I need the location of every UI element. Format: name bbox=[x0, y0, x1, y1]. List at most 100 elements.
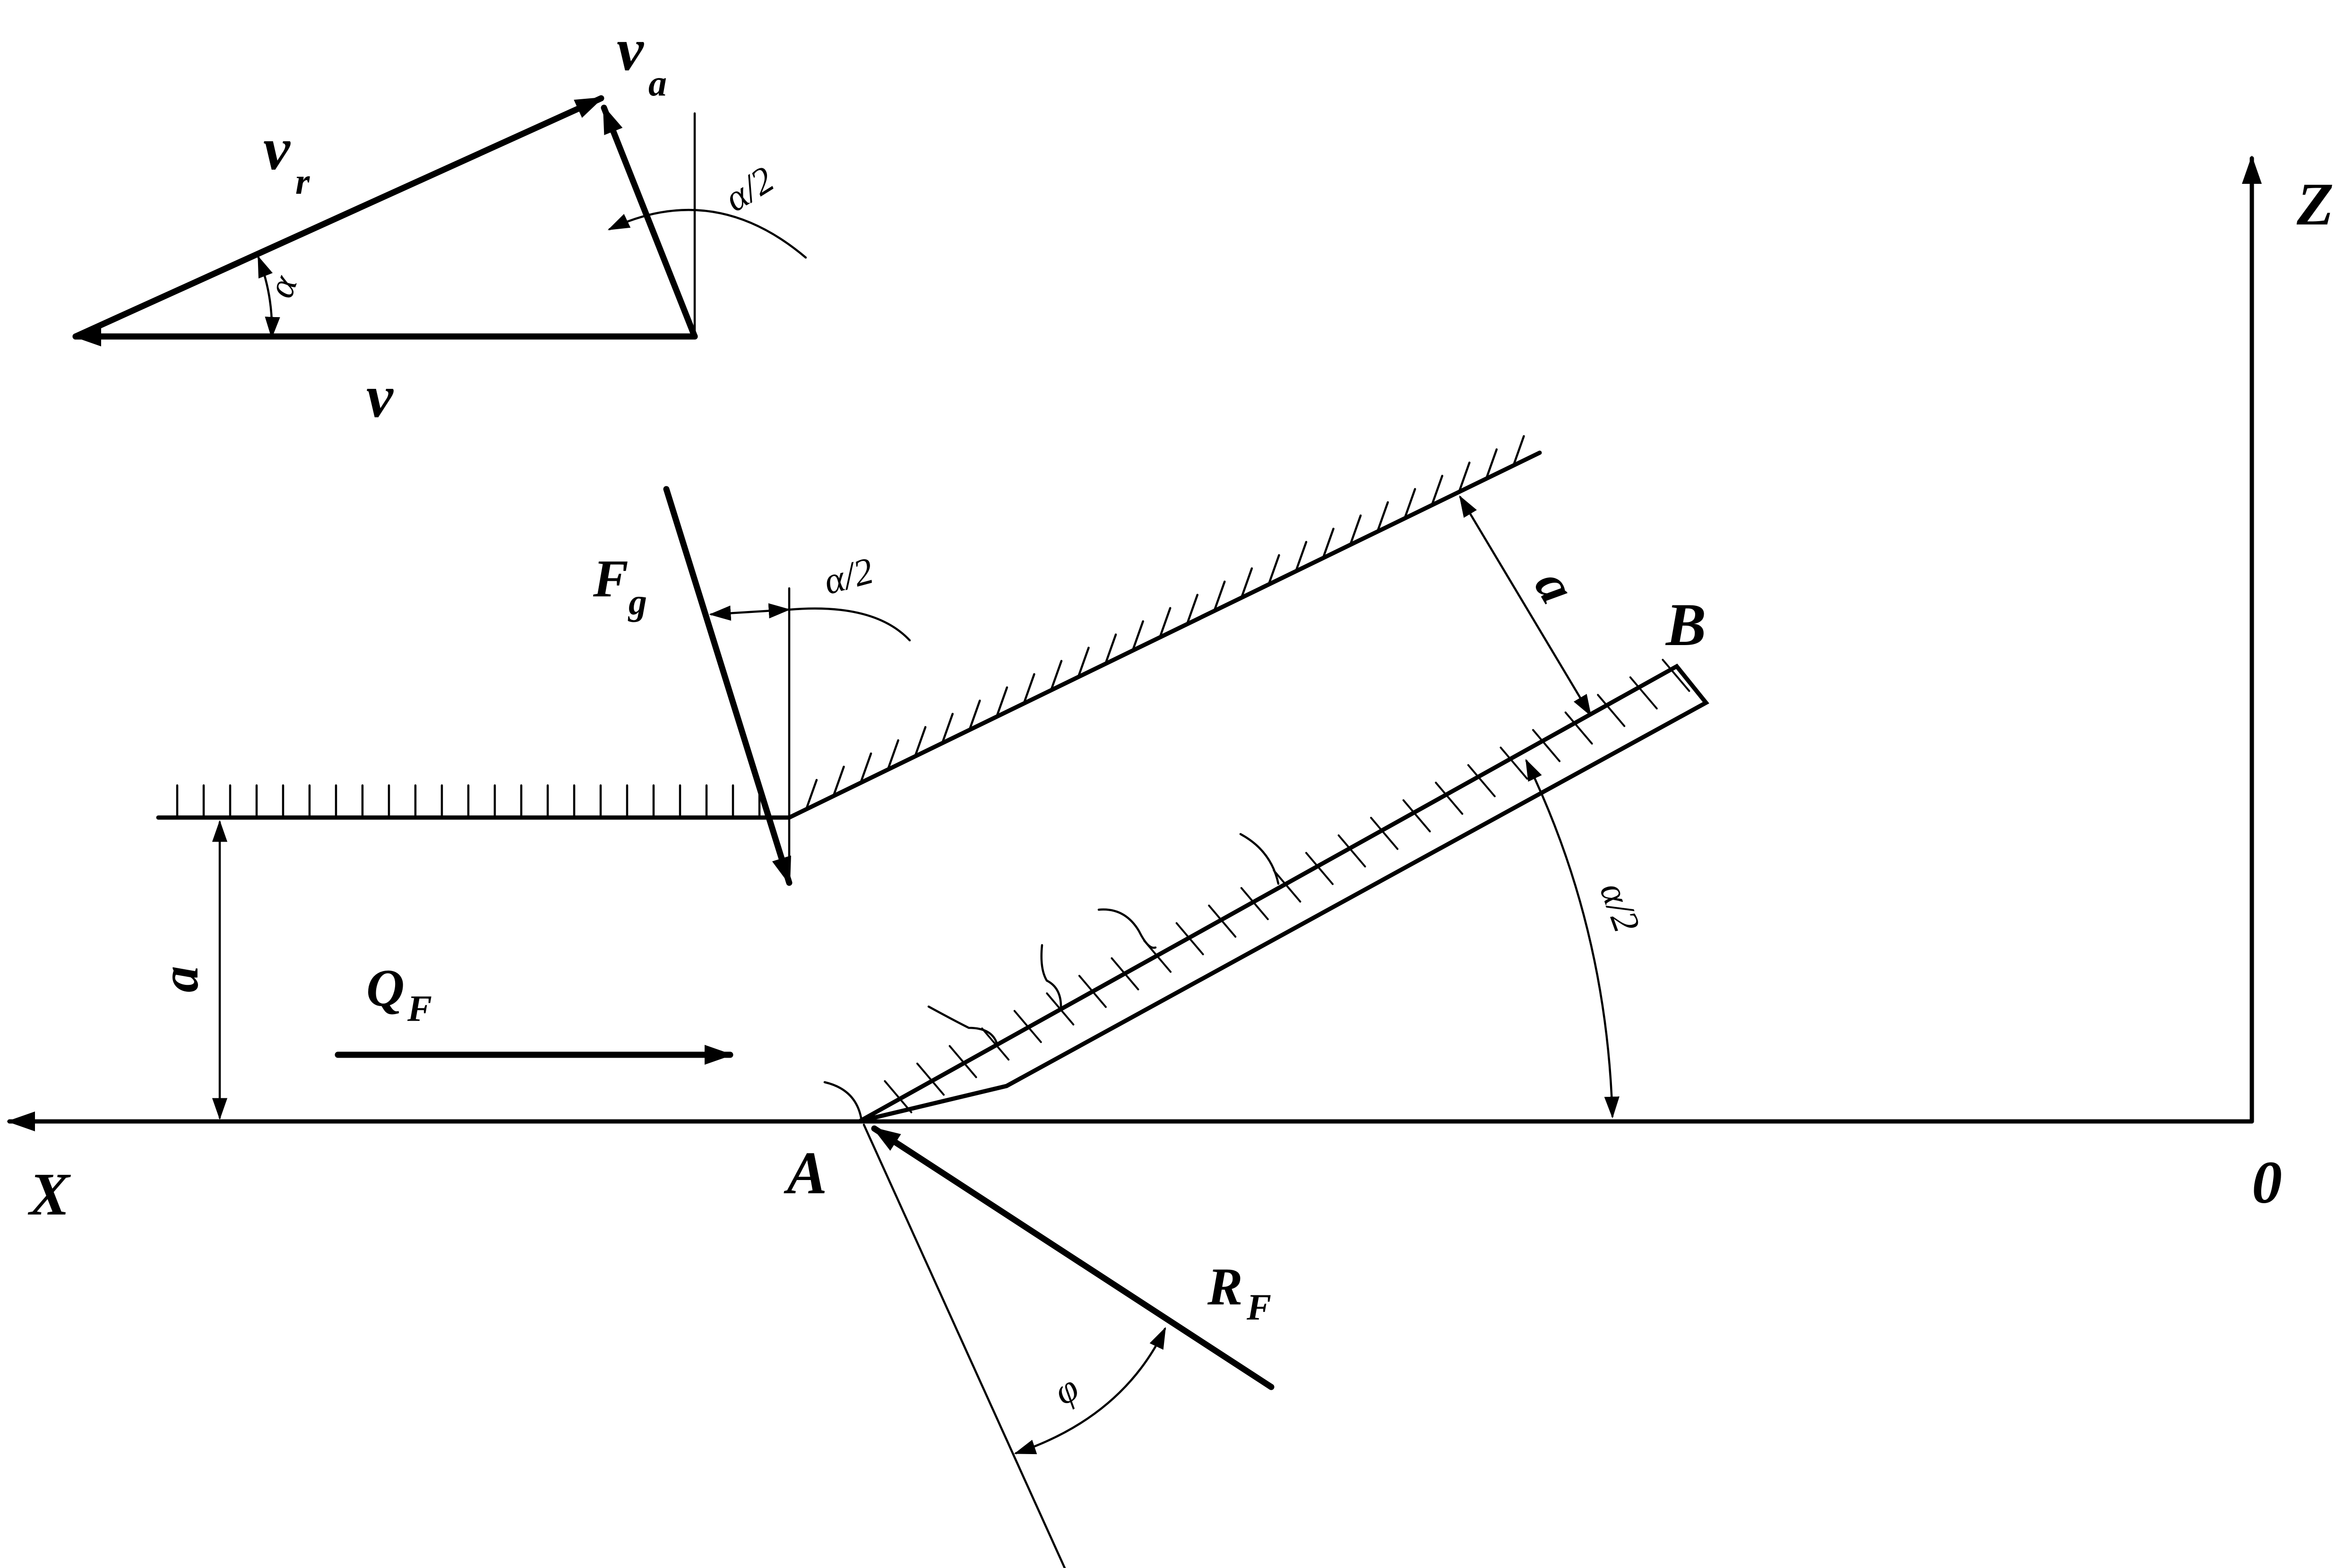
alpha-half-top-label: α/2 bbox=[717, 158, 781, 220]
inclined-surface-line bbox=[787, 450, 1542, 820]
hatch-tick bbox=[1435, 782, 1464, 815]
phi-angle-arc bbox=[1014, 1327, 1166, 1455]
flow-lines bbox=[823, 833, 1280, 1119]
boundary-surfaces bbox=[156, 435, 1542, 820]
alpha-half-top-arc bbox=[607, 209, 807, 259]
blade-outline bbox=[859, 663, 1709, 1123]
hatch-tick bbox=[1046, 992, 1075, 1025]
gravity-force bbox=[663, 486, 911, 886]
f-g-subscript: g bbox=[628, 581, 647, 622]
v-r-subscript: r bbox=[295, 161, 310, 202]
hatch-tick bbox=[1050, 660, 1063, 691]
alpha-triangle-arc bbox=[257, 255, 280, 339]
hatch-tick bbox=[832, 766, 845, 797]
hatch-tick bbox=[968, 699, 981, 731]
hatch-tick bbox=[981, 1027, 1010, 1061]
hatch-tick bbox=[1485, 448, 1498, 480]
hatch-tick bbox=[1208, 905, 1237, 938]
q-f-subscript: F bbox=[407, 988, 432, 1029]
hatch-tick bbox=[1467, 764, 1496, 798]
x-axis-label: X bbox=[27, 1161, 71, 1228]
dimension-a-right bbox=[1459, 495, 1592, 716]
hatch-tick bbox=[1240, 567, 1253, 599]
hatch-tick bbox=[1370, 817, 1399, 850]
hatch-tick bbox=[948, 1045, 977, 1078]
alpha-half-right-arc bbox=[1525, 758, 1620, 1119]
velocity-triangle bbox=[72, 95, 807, 346]
hatch-tick bbox=[1305, 852, 1334, 885]
hatch-tick bbox=[1240, 887, 1269, 921]
hatch-tick bbox=[1431, 474, 1444, 507]
point-b-label: B bbox=[1665, 591, 1706, 658]
alpha-half-right-label: α/2 bbox=[1592, 877, 1647, 938]
point-a-label: A bbox=[784, 1139, 827, 1206]
hatch-tick bbox=[1294, 541, 1308, 573]
left-surface-hatching bbox=[176, 784, 761, 819]
hatch-tick bbox=[913, 726, 927, 758]
hatch-tick bbox=[1267, 554, 1280, 586]
hatch-tick bbox=[1273, 869, 1301, 903]
hatch-tick bbox=[805, 779, 818, 810]
v-a-subscript: a bbox=[648, 62, 667, 103]
hatch-tick bbox=[1131, 620, 1144, 652]
phi-label: φ bbox=[1047, 1367, 1086, 1413]
hatch-tick bbox=[1175, 922, 1204, 956]
r-f-label: R bbox=[1207, 1258, 1243, 1316]
axes bbox=[6, 155, 2262, 1131]
inclined-surface-hatching bbox=[805, 435, 1525, 810]
flow-line bbox=[927, 1005, 999, 1046]
hatch-tick bbox=[1564, 711, 1593, 745]
hatch-tick bbox=[1402, 799, 1431, 833]
hatch-tick bbox=[1078, 974, 1107, 1008]
hatch-tick bbox=[1597, 694, 1626, 727]
labels: X Z 0 A B v v r v a F g Q F R F a a α/2 … bbox=[27, 16, 2334, 1413]
v-a-label: v bbox=[617, 16, 644, 83]
hatch-tick bbox=[995, 686, 1008, 718]
blade bbox=[859, 659, 1709, 1123]
flow-line bbox=[1040, 944, 1062, 1008]
hatch-tick bbox=[1532, 729, 1561, 762]
alpha-half-mid-arc bbox=[788, 607, 911, 642]
z-axis-label: Z bbox=[2296, 171, 2334, 238]
hatch-tick bbox=[1662, 659, 1690, 692]
hatch-tick bbox=[1104, 633, 1117, 665]
hatch-tick bbox=[1023, 673, 1035, 705]
v-r-vector bbox=[72, 95, 604, 340]
alpha-triangle-label: α bbox=[259, 269, 306, 303]
hatch-tick bbox=[1499, 746, 1528, 780]
v-r-label: v bbox=[263, 115, 291, 182]
hatch-tick bbox=[1349, 514, 1362, 546]
r-f-vector bbox=[871, 1125, 1275, 1390]
hatch-tick bbox=[1512, 435, 1525, 467]
hatch-tick bbox=[859, 752, 872, 784]
v-label: v bbox=[366, 363, 394, 430]
hatch-tick bbox=[1337, 834, 1366, 868]
reaction-force bbox=[862, 1123, 1275, 1568]
hatch-tick bbox=[1376, 501, 1389, 533]
hatch-tick bbox=[1213, 580, 1226, 612]
origin-label: 0 bbox=[2252, 1149, 2282, 1216]
hatch-tick bbox=[884, 1080, 913, 1113]
hatch-tick bbox=[1629, 676, 1658, 710]
hatch-tick bbox=[1458, 461, 1471, 493]
f-g-vector bbox=[663, 486, 793, 886]
hatch-tick bbox=[1111, 957, 1139, 991]
flow-line bbox=[823, 1081, 862, 1119]
hatch-tick bbox=[887, 739, 899, 771]
hatch-tick bbox=[1077, 646, 1090, 678]
flow-line bbox=[1239, 833, 1280, 885]
hatch-tick bbox=[916, 1062, 945, 1096]
hatch-tick bbox=[941, 713, 954, 744]
dimension-a-right-label: a bbox=[1523, 560, 1587, 612]
f-g-label: F bbox=[593, 550, 629, 608]
hatch-tick bbox=[1404, 488, 1416, 520]
r-f-subscript: F bbox=[1246, 1286, 1271, 1327]
hatch-tick bbox=[1322, 527, 1335, 560]
v-a-vector bbox=[601, 104, 698, 340]
q-f-label: Q bbox=[366, 959, 405, 1017]
hatch-tick bbox=[1013, 1010, 1042, 1043]
hatch-tick bbox=[1186, 594, 1199, 626]
r-f-normal-line bbox=[862, 1123, 1066, 1568]
dimension-a-left-label: a bbox=[151, 966, 209, 992]
